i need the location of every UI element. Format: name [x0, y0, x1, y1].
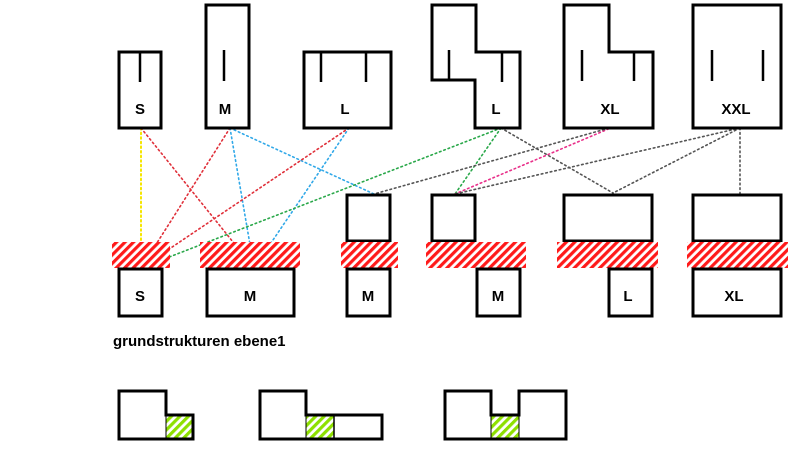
- connection-line-top-xxl-to-bot-l: [612, 127, 741, 194]
- connection-line-top-l1-to-bot-m1: [253, 127, 350, 269]
- hatched-slab: [341, 242, 398, 268]
- section-title: grundstrukturen ebene1: [113, 333, 286, 350]
- bottom-assembly-m-offset: M: [426, 193, 526, 318]
- module-label: XL: [724, 288, 743, 305]
- connection-line-top-xl-to-bot-m2: [373, 126, 614, 195]
- hatched-slab: [200, 242, 300, 268]
- module-label: S: [135, 288, 145, 305]
- bottom-assembly-xl: XL: [687, 193, 788, 318]
- connection-line-top-s-to-bot-m1: [140, 127, 255, 269]
- module-label: L: [340, 101, 349, 118]
- connection-line-top-l2-to-bot-m3: [454, 127, 502, 195]
- top-module-l: L: [302, 50, 393, 130]
- module-label: XXL: [721, 101, 750, 118]
- module-label: S: [135, 101, 145, 118]
- hatched-slab: [687, 242, 788, 268]
- top-module-l-offset: L: [430, 3, 522, 130]
- module-label: L: [623, 288, 632, 305]
- hatched-connector: [305, 414, 335, 440]
- bottom-assembly-l: L: [557, 193, 658, 318]
- bottom-assembly-m-stacked: M: [341, 193, 398, 318]
- module-label: L: [491, 101, 500, 118]
- top-module-xxl: XXL: [691, 3, 783, 130]
- top-module-s: S: [117, 50, 163, 130]
- basic-structure-3: [443, 389, 568, 441]
- module-label: M: [362, 288, 375, 305]
- basic-structure-2: [258, 389, 384, 441]
- module-label: M: [219, 101, 232, 118]
- module-label: M: [244, 288, 257, 305]
- basic-structure-1: [117, 389, 195, 441]
- connection-line-top-m-to-bot-m1: [229, 127, 255, 269]
- bottom-assembly-s: S: [112, 242, 170, 318]
- hatched-slab: [112, 242, 170, 268]
- top-module-xl: XL: [562, 3, 655, 130]
- module-label: XL: [600, 101, 619, 118]
- hatched-slab: [557, 242, 658, 268]
- module-label: M: [492, 288, 505, 305]
- connection-line-top-l1-to-bot-s: [140, 127, 350, 269]
- connection-line-top-xl-to-bot-m3: [454, 126, 614, 195]
- connection-line-top-l2-to-bot-l: [500, 127, 614, 194]
- hatched-connector: [490, 414, 520, 440]
- bottom-assembly-m-wide: M: [200, 242, 300, 318]
- connection-line-top-m-to-bot-m2: [229, 127, 375, 195]
- hatched-connector: [165, 414, 194, 440]
- hatched-slab: [426, 242, 526, 268]
- connection-line-top-xxl-to-bot-m3: [454, 127, 741, 195]
- top-module-m: M: [204, 3, 251, 130]
